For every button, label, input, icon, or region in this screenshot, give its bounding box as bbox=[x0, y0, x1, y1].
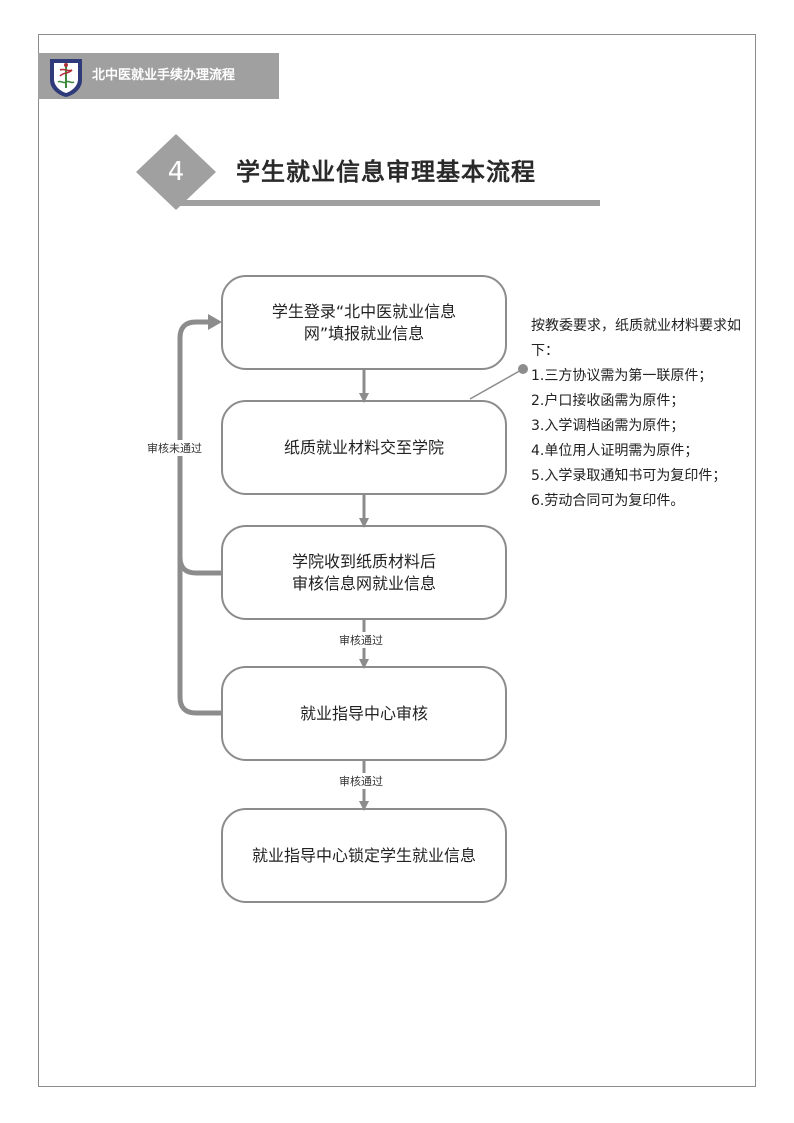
section-number-diamond bbox=[136, 134, 216, 210]
edge-label-pass-2: 审核通过 bbox=[338, 773, 384, 789]
flow-return-arrowhead bbox=[208, 314, 222, 330]
flow-step-box-1 bbox=[221, 275, 507, 370]
requirement-item: 5.入学录取通知书可为复印件； bbox=[531, 468, 727, 484]
flow-step-4-line-1: 就业指导中心审核 bbox=[299, 703, 428, 723]
requirement-item: 6.劳动合同可为复印件。 bbox=[531, 493, 685, 509]
flow-step-label-2: 纸质就业材料交至学院 bbox=[232, 401, 496, 494]
flow-step-1-line-1: 学生登录“北中医就业信息 bbox=[271, 301, 457, 321]
flow-step-label-1: 学生登录“北中医就业信息网”填报就业信息 bbox=[232, 276, 496, 369]
flow-return-branch bbox=[177, 556, 222, 576]
requirements-intro: 按教委要求，纸质就业材料要求如下： bbox=[531, 318, 741, 359]
university-logo-icon bbox=[50, 59, 82, 97]
flow-step-5-line-1: 就业指导中心锁定学生就业信息 bbox=[251, 845, 476, 865]
flow-step-label-5: 就业指导中心锁定学生就业信息 bbox=[232, 809, 496, 902]
requirement-item: 4.单位用人证明需为原件； bbox=[531, 443, 699, 459]
flow-step-1-line-2: 网”填报就业信息 bbox=[303, 323, 425, 343]
requirement-item: 2.户口接收函需为原件； bbox=[531, 393, 685, 409]
section-number: 4 bbox=[167, 157, 185, 187]
flow-step-label-3: 学院收到纸质材料后审核信息网就业信息 bbox=[232, 526, 496, 619]
flow-return-loop bbox=[177, 319, 222, 716]
flow-step-2-line-1: 纸质就业材料交至学院 bbox=[283, 437, 444, 457]
edge-label-fail: 审核未通过 bbox=[146, 440, 203, 456]
flow-step-3-line-2: 审核信息网就业信息 bbox=[291, 573, 436, 593]
note-connector-dot bbox=[518, 364, 528, 374]
requirement-item: 3.入学调档函需为原件； bbox=[531, 418, 685, 434]
header-title: 北中医就业手续办理流程 bbox=[92, 68, 236, 83]
requirement-item: 1.三方协议需为第一联原件； bbox=[531, 368, 713, 384]
section-title: 学生就业信息审理基本流程 bbox=[236, 158, 536, 186]
section-underline-wedge bbox=[176, 200, 600, 206]
note-connector-line bbox=[469, 368, 524, 400]
edge-label-pass-1: 审核通过 bbox=[338, 632, 384, 648]
flow-step-label-4: 就业指导中心审核 bbox=[232, 667, 496, 760]
page-frame bbox=[38, 34, 756, 1087]
flow-step-3-line-1: 学院收到纸质材料后 bbox=[291, 551, 436, 571]
requirements-note: 按教委要求，纸质就业材料要求如下： 1.三方协议需为第一联原件； 2.户口接收函… bbox=[531, 314, 749, 514]
